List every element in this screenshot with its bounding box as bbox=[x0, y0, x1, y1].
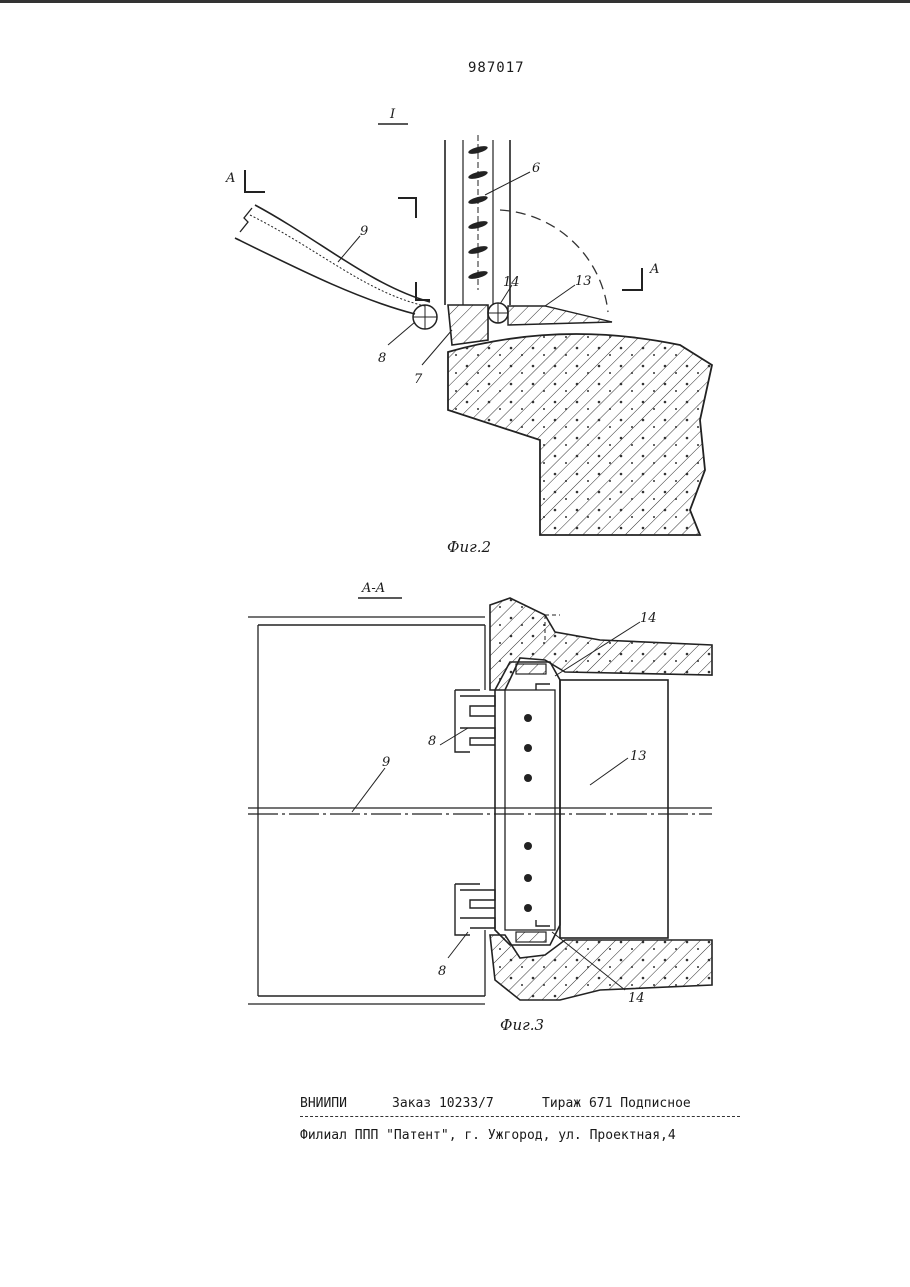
top-border-line bbox=[0, 0, 910, 3]
fig3-channel-outer bbox=[494, 661, 561, 946]
fig2-label-9: 9 bbox=[360, 224, 368, 239]
fig2-section-arrow-right bbox=[622, 268, 643, 291]
fig2-leader-8 bbox=[387, 321, 416, 346]
footer-divider bbox=[300, 1116, 740, 1117]
fig3-leader-14-bottom bbox=[551, 931, 626, 991]
fig2-cut-mark-top bbox=[398, 197, 417, 218]
fig2-leader-7 bbox=[421, 329, 453, 366]
figure-2: I A A bbox=[225, 107, 714, 556]
fig2-view-label: I bbox=[389, 107, 396, 122]
fig2-screw-elements bbox=[468, 146, 488, 279]
fig3-hinge-14-top bbox=[515, 663, 547, 675]
fig2-leader-6 bbox=[484, 171, 531, 196]
fig2-leader-13 bbox=[544, 284, 576, 307]
fig3-hinge-14-bottom bbox=[515, 931, 547, 943]
fig3-hinge-bracket-bottom bbox=[454, 883, 496, 936]
footer-line-1: ВНИИПИ Заказ 10233/7 Тираж 671 Подписное bbox=[300, 1096, 760, 1111]
footer-subscription: Подписное bbox=[620, 1096, 691, 1111]
fig2-caption: Фиг.2 bbox=[447, 538, 491, 556]
fig2-label-14: 14 bbox=[503, 275, 520, 290]
fig2-break-mark bbox=[239, 207, 253, 233]
fig3-leader-9 bbox=[351, 767, 386, 813]
fig2-swing-arc bbox=[499, 209, 609, 313]
fig3-label-14-top: 14 bbox=[640, 611, 657, 626]
fig3-flap-13 bbox=[559, 679, 669, 939]
fig3-hinge-bracket-top bbox=[454, 689, 496, 753]
fig3-label-8-bottom: 8 bbox=[438, 964, 446, 979]
fig2-label-13: 13 bbox=[575, 274, 592, 289]
footer-org: ВНИИПИ bbox=[300, 1096, 347, 1111]
fig3-leader-14-top bbox=[554, 621, 641, 677]
fig2-membrane-bottom bbox=[234, 237, 416, 315]
footer-order: Заказ 10233/7 bbox=[392, 1096, 494, 1111]
fig2-section-marker-left: A bbox=[225, 171, 235, 186]
fig3-label-13: 13 bbox=[630, 749, 647, 764]
fig2-label-6: 6 bbox=[532, 161, 540, 176]
fig2-label-7: 7 bbox=[414, 372, 423, 387]
fig2-leader-9 bbox=[337, 235, 361, 263]
fig2-block-7 bbox=[447, 304, 489, 346]
fig2-membrane-top bbox=[254, 204, 431, 303]
fig3-caption: Фиг.3 bbox=[500, 1016, 544, 1034]
fig3-channel-inner bbox=[504, 689, 556, 931]
fig2-section-marker-right: A bbox=[649, 262, 659, 277]
fig2-label-8: 8 bbox=[378, 351, 386, 366]
fig3-label-9: 9 bbox=[382, 755, 390, 770]
fig2-cut-mark-bottom bbox=[415, 282, 430, 301]
fig3-label-14-bottom: 14 bbox=[628, 991, 645, 1006]
figure-3: A-A bbox=[248, 581, 713, 1034]
fig3-leader-8-top bbox=[439, 727, 469, 746]
fig3-section-title: A-A bbox=[361, 581, 385, 596]
fig3-leader-8-bottom bbox=[447, 931, 469, 959]
fig2-membrane-hatch bbox=[249, 214, 426, 307]
fig2-flap-13 bbox=[507, 305, 613, 326]
fig3-leader-13 bbox=[589, 757, 629, 786]
fig2-section-arrow-left bbox=[244, 170, 265, 193]
fig3-bolts bbox=[524, 714, 532, 912]
fig2-leader-14 bbox=[499, 284, 513, 305]
footer-circulation: Тираж 671 bbox=[542, 1096, 613, 1111]
page-number: 987017 bbox=[468, 60, 525, 76]
fig3-label-8-top: 8 bbox=[428, 734, 436, 749]
footer-address: Филиал ППП "Патент", г. Ужгород, ул. Про… bbox=[300, 1128, 676, 1143]
